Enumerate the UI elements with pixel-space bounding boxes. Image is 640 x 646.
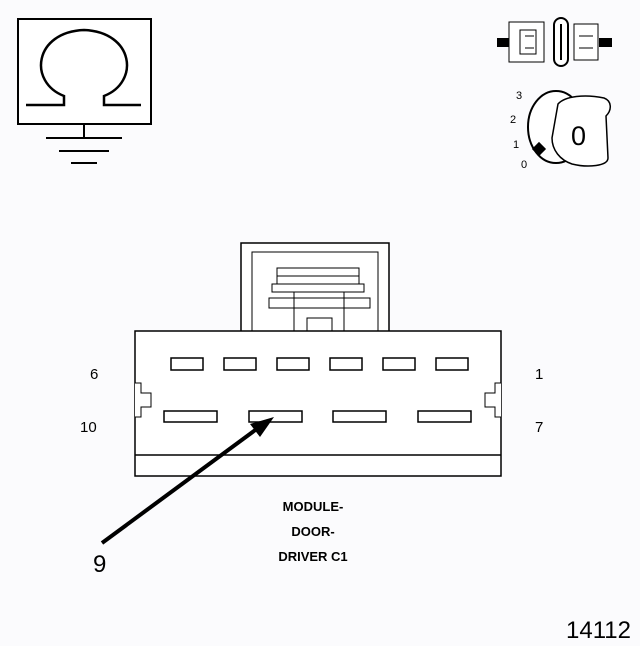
pin-cavity-5 (223, 357, 257, 371)
connector-body (134, 242, 502, 477)
module-line-2: DOOR- (291, 524, 334, 539)
pin-row-bottom (163, 410, 472, 423)
pin-label-bottom-left: 10 (80, 419, 97, 436)
pin-cavity-7 (417, 410, 472, 423)
pin-cavity-8 (332, 410, 387, 423)
pin-cavity-9 (248, 410, 303, 423)
pin-cavity-4 (276, 357, 310, 371)
ignition-pos-1: 1 (513, 139, 519, 151)
pin-label-top-left: 6 (90, 366, 98, 383)
ignition-key-label: 0 (571, 121, 586, 151)
pin-cavity-3 (329, 357, 363, 371)
ignition-pos-0: 0 (521, 159, 527, 171)
ohmmeter-ground-icon (17, 18, 152, 164)
callout-pin-number: 9 (93, 551, 106, 578)
pin-cavity-2 (382, 357, 416, 371)
pin-label-bottom-right: 7 (535, 419, 543, 436)
callout-arrow (100, 417, 274, 545)
ignition-pos-2: 2 (510, 114, 516, 126)
ignition-key-off-icon: 3 2 1 0 0 (510, 90, 611, 171)
module-name: MODULE- DOOR- DRIVER C1 (278, 499, 347, 564)
pin-cavity-6 (170, 357, 204, 371)
pin-cavity-10 (163, 410, 218, 423)
pin-row-top (170, 357, 469, 371)
module-line-1: MODULE- (283, 499, 344, 514)
connector-unplugged-icon (497, 17, 612, 67)
module-line-3: DRIVER C1 (278, 549, 347, 564)
pin-label-top-right: 1 (535, 366, 543, 383)
pin-cavity-1 (435, 357, 469, 371)
ignition-pos-3: 3 (516, 90, 522, 102)
figure-number: 14112 (566, 617, 631, 644)
